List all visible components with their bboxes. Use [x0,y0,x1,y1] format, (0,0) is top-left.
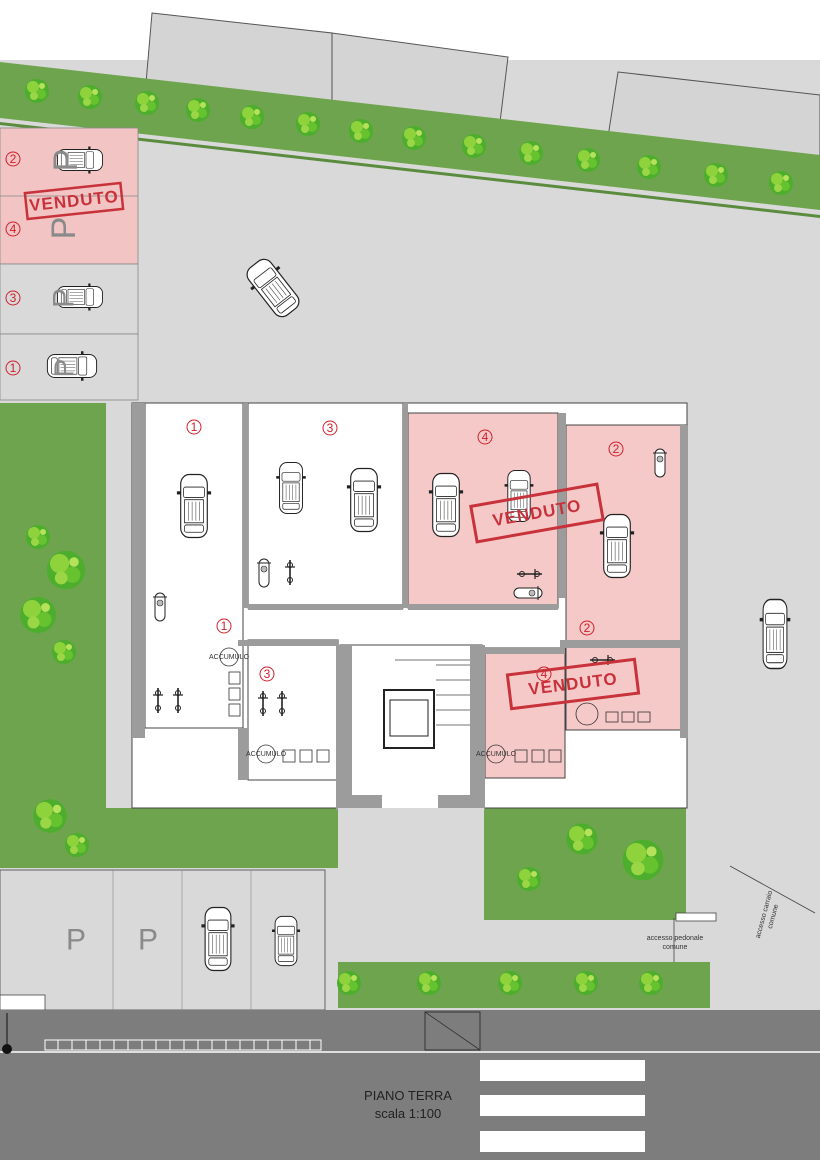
car-icon [346,467,382,533]
driveway-ramp [424,1011,481,1051]
parking-symbol: P [66,924,86,957]
parking-symbol: P [45,217,83,240]
parking-symbol: P [47,149,85,172]
svg-text:2: 2 [584,621,591,635]
bottom-parking [0,869,326,1011]
lift [383,689,435,749]
plate-label: ACCUMULO [246,751,287,758]
pedestrian-access-label: accesso pedonale [647,935,704,942]
pedestrian-access-sub: comune [663,944,688,951]
car-icon [200,906,236,972]
car-icon [428,472,464,538]
sold-stamp: VENDUTO [23,181,125,221]
road [0,1052,820,1160]
parking-symbol: P [49,359,80,378]
walls [132,403,688,810]
svg-text:2: 2 [10,152,17,166]
parking-unit-numbers: 2 4 3 1 [5,151,21,376]
fixtures [219,647,651,764]
car-icon [176,473,212,539]
parking-symbol: P [138,924,158,957]
car-icon [275,461,307,515]
plate-label: ACCUMULO [209,654,250,661]
parking-symbol: P [48,288,81,308]
svg-text:3: 3 [264,667,271,681]
garage-2-sold [565,424,687,731]
car-icon [271,915,301,967]
svg-text:2: 2 [613,442,620,456]
svg-text:3: 3 [327,421,334,435]
plan-scale: scala 1:100 [375,1106,442,1121]
svg-text:1: 1 [221,619,228,633]
car-icon [759,598,791,670]
garage-unit-numbers: 1 3 4 2 1 3 2 4 [186,419,624,682]
sidewalk [0,1010,820,1052]
svg-text:1: 1 [10,361,17,375]
plate-label: ACCUMULO [476,751,517,758]
svg-text:4: 4 [541,667,548,681]
car-icon [599,513,635,579]
left-lawn [0,403,106,868]
zebra-crossing [480,1060,645,1152]
svg-text:1: 1 [191,420,198,434]
svg-text:4: 4 [10,222,17,236]
garage-1 [144,402,244,729]
cellar-3 [247,639,339,781]
svg-text:3: 3 [10,291,17,305]
stairs [395,659,470,726]
svg-text:4: 4 [482,430,489,444]
plan-title: PIANO TERRA [364,1088,452,1103]
cellar-4-sold [484,647,566,779]
